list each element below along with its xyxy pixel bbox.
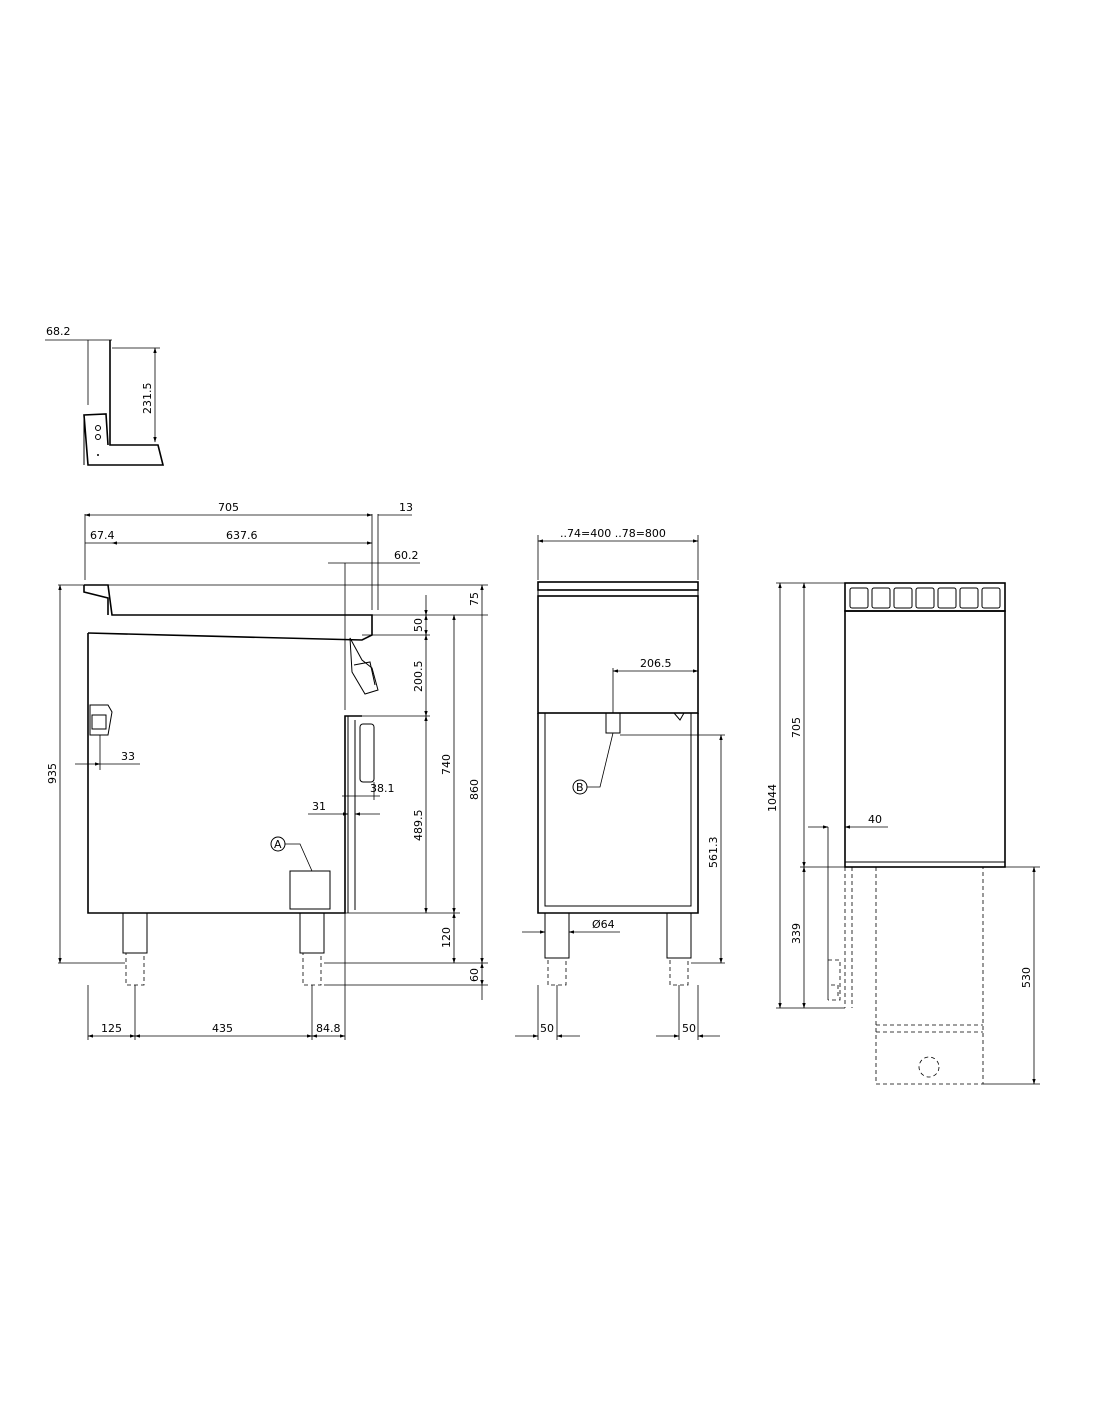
side-view: A 705 13 67.4 637.6 60.2 (46, 501, 488, 1040)
callout-a: A (274, 838, 282, 851)
dim-705: 705 (218, 501, 239, 514)
dim-o64: Ø64 (592, 918, 615, 931)
dim-50: 50 (412, 618, 425, 632)
dim-231-5: 231.5 (141, 383, 154, 415)
dim-33: 33 (121, 750, 135, 763)
dim-339: 339 (790, 923, 803, 944)
dim-740: 740 (440, 754, 453, 775)
burner-slots (849, 587, 1001, 609)
dim-935: 935 (46, 763, 59, 784)
dim-31: 31 (312, 800, 326, 813)
dim-860: 860 (468, 779, 481, 800)
dim-120: 120 (440, 927, 453, 948)
drain-circle (918, 1056, 940, 1078)
front-width-label: ..74=400 ..78=800 (560, 527, 666, 540)
dim-705-plan: 705 (790, 717, 803, 738)
dim-front-50-left: 50 (540, 1022, 554, 1035)
detail-view: 68.2 231.5 (45, 325, 165, 466)
dim-38-1: 38.1 (370, 782, 395, 795)
dim-84-8: 84.8 (316, 1022, 341, 1035)
dim-75: 75 (468, 592, 481, 606)
dim-561-3: 561.3 (707, 837, 720, 869)
dim-front-50-right: 50 (682, 1022, 696, 1035)
dim-67-4: 67.4 (90, 529, 115, 542)
dim-1044: 1044 (766, 784, 779, 812)
dim-435: 435 (212, 1022, 233, 1035)
dim-60-2: 60.2 (394, 549, 419, 562)
dim-60: 60 (468, 968, 481, 982)
dim-637-6: 637.6 (226, 529, 258, 542)
front-view: B ..74=400 ..78=800 206.5 561.3 Ø64 50 5… (515, 527, 725, 1040)
dim-68-2: 68.2 (46, 325, 71, 338)
dim-530: 530 (1020, 967, 1033, 988)
dim-13: 13 (399, 501, 413, 514)
dim-40: 40 (868, 813, 882, 826)
callout-b: B (576, 781, 584, 794)
dim-200-5: 200.5 (412, 661, 425, 693)
dim-489-5: 489.5 (412, 810, 425, 842)
dim-206-5: 206.5 (640, 657, 672, 670)
detail-hole-icon (95, 434, 101, 440)
dim-125: 125 (101, 1022, 122, 1035)
plan-view: 1044 705 339 40 530 (766, 582, 1040, 1085)
detail-hole-icon (95, 425, 101, 431)
